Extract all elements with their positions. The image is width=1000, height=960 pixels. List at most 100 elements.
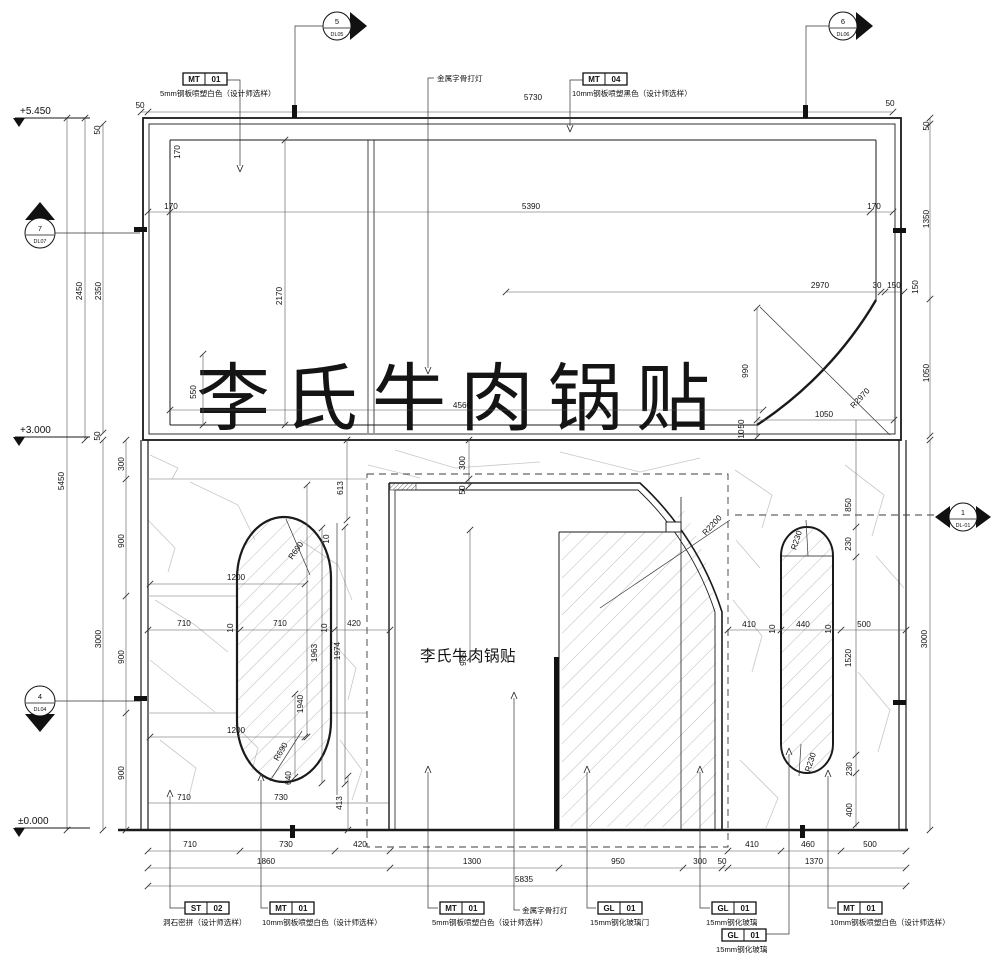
svg-text:04: 04 xyxy=(612,75,621,84)
svg-text:DL04: DL04 xyxy=(34,707,47,713)
dim-label: 710 xyxy=(177,793,191,802)
svg-text:MT: MT xyxy=(588,75,600,84)
dim-label: 10 xyxy=(824,624,833,634)
dim-label: 1050 xyxy=(815,410,834,419)
callout-desc: 洞石密拼（设计师选样） xyxy=(163,917,247,927)
dim-label: 10 xyxy=(768,624,777,634)
dim-label: 170 xyxy=(867,202,881,211)
dim-label: 300 xyxy=(458,456,467,470)
dim-label: 230 xyxy=(844,537,853,551)
svg-text:01: 01 xyxy=(469,904,478,913)
door-frame-outer xyxy=(389,482,723,830)
dim-label: 10 xyxy=(322,534,331,544)
dim-label: 410 xyxy=(742,620,756,629)
radius-line-r230-bottom xyxy=(798,743,802,777)
marker-dl06: 6 DL06 xyxy=(805,11,873,111)
callout-desc: 15mm钢化玻璃 xyxy=(706,917,758,927)
dim-label: 2450 xyxy=(75,281,84,300)
material-callouts: MT 01 5mm钢板喷塑白色（设计师选样） 金属字骨打灯 MT 04 10mm… xyxy=(160,72,950,954)
dimension-labels: 50 5730 170 170 5390 170 2170 550 4560 2… xyxy=(57,93,931,884)
callout-gl01c-bottom: GL 01 15mm钢化玻璃 xyxy=(716,928,768,954)
dim-label: 30 xyxy=(872,281,882,290)
svg-text:GL: GL xyxy=(717,904,728,913)
dim-label: 420 xyxy=(353,840,367,849)
svg-text:ST: ST xyxy=(191,904,201,913)
sign-box xyxy=(142,117,902,441)
level-middle: +3.000 xyxy=(13,425,90,446)
dim-label: 985 xyxy=(459,652,468,666)
dim-label: 150 xyxy=(887,281,901,290)
svg-text:+3.000: +3.000 xyxy=(20,425,51,436)
svg-text:6: 6 xyxy=(841,17,845,26)
dim-label: 710 xyxy=(177,619,191,628)
dim-label: 1520 xyxy=(844,648,853,667)
dim-label: 1974 xyxy=(333,641,342,660)
dim-label: 550 xyxy=(189,385,198,399)
dim-label: 50 xyxy=(458,485,467,495)
radius-line-r690-top xyxy=(285,518,311,576)
svg-text:DL-01: DL-01 xyxy=(956,523,971,529)
dim-label: 50 xyxy=(135,101,145,110)
dim-label: 1200 xyxy=(227,726,246,735)
dim-label: 5835 xyxy=(515,875,534,884)
callout-desc: 10mm钢板喷塑白色（设计师选样） xyxy=(262,917,382,927)
shop-sign-text: 李氏牛肉锅贴 xyxy=(196,356,724,442)
dim-label: 710 xyxy=(183,840,197,849)
dim-label: 2350 xyxy=(94,281,103,300)
callout-mt01a-bottom: MT 01 10mm钢板喷塑白色（设计师选样） xyxy=(262,901,382,927)
dim-label: 950 xyxy=(611,857,625,866)
level-top: +5.450 xyxy=(13,106,90,127)
marker-direction-icon xyxy=(935,506,950,528)
svg-text:MT: MT xyxy=(188,75,200,84)
dim-label: 5730 xyxy=(524,93,543,102)
callout-desc: 10mm钢板喷塑黑色（设计师选样） xyxy=(572,88,692,98)
level-triangle-icon xyxy=(13,828,25,837)
dim-label: 710 xyxy=(273,619,287,628)
marker-direction-icon xyxy=(350,12,367,40)
marker-dl07: 7 DL07 xyxy=(24,202,140,249)
dim-label: 50 xyxy=(885,99,895,108)
dim-label: 1370 xyxy=(805,857,824,866)
dim-label: 460 xyxy=(801,840,815,849)
dim-label: 150 xyxy=(911,280,920,294)
right-pill-window xyxy=(735,514,949,777)
svg-text:01: 01 xyxy=(299,904,308,913)
svg-text:5: 5 xyxy=(335,17,339,26)
svg-text:MT: MT xyxy=(843,904,855,913)
dim-label: 5450 xyxy=(57,471,66,490)
section-ticks xyxy=(134,105,906,838)
dim-label: 900 xyxy=(117,766,126,780)
marker-direction-icon xyxy=(25,202,55,220)
dim-label: 10 xyxy=(226,623,235,633)
dim-label: 1963 xyxy=(310,643,319,662)
svg-text:GL: GL xyxy=(603,904,614,913)
callout-gl01b-bottom: GL 01 15mm钢化玻璃 xyxy=(706,901,758,927)
dim-label: 2170 xyxy=(275,286,284,305)
callout-gl01a-bottom: GL 01 15mm钢化玻璃门 xyxy=(590,901,649,927)
svg-text:01: 01 xyxy=(751,931,760,940)
dim-label: 1200 xyxy=(227,573,246,582)
marker-direction-icon xyxy=(25,714,55,732)
callout-desc: 5mm钢板喷塑白色（设计师选样） xyxy=(432,917,548,927)
radius-line-r2200 xyxy=(599,519,731,609)
dim-label: 50 xyxy=(737,419,746,429)
radius-line-r230-top xyxy=(805,519,809,557)
dim-label: 4560 xyxy=(453,401,472,410)
callout-desc: 15mm钢化玻璃门 xyxy=(590,917,649,927)
dim-label: 640 xyxy=(284,771,293,785)
callout-light-top: 金属字骨打灯 xyxy=(437,73,483,83)
dim-label: 900 xyxy=(117,534,126,548)
callout-mt01-top: MT 01 5mm钢板喷塑白色（设计师选样） xyxy=(160,72,276,98)
dim-label: R2200 xyxy=(701,513,724,537)
svg-text:金属字骨打灯: 金属字骨打灯 xyxy=(437,73,483,83)
svg-text:01: 01 xyxy=(627,904,636,913)
storefront-walls xyxy=(118,440,908,832)
dim-label: 10 xyxy=(320,623,329,633)
level-triangle-icon xyxy=(13,437,25,446)
dim-label: 850 xyxy=(844,498,853,512)
callout-desc: 10mm钢板喷塑白色（设计师选样） xyxy=(830,917,950,927)
svg-text:+5.450: +5.450 xyxy=(20,106,51,117)
level-triangle-icon xyxy=(13,118,25,127)
svg-text:DL07: DL07 xyxy=(34,239,47,245)
callout-desc: 15mm钢化玻璃 xyxy=(716,944,768,954)
